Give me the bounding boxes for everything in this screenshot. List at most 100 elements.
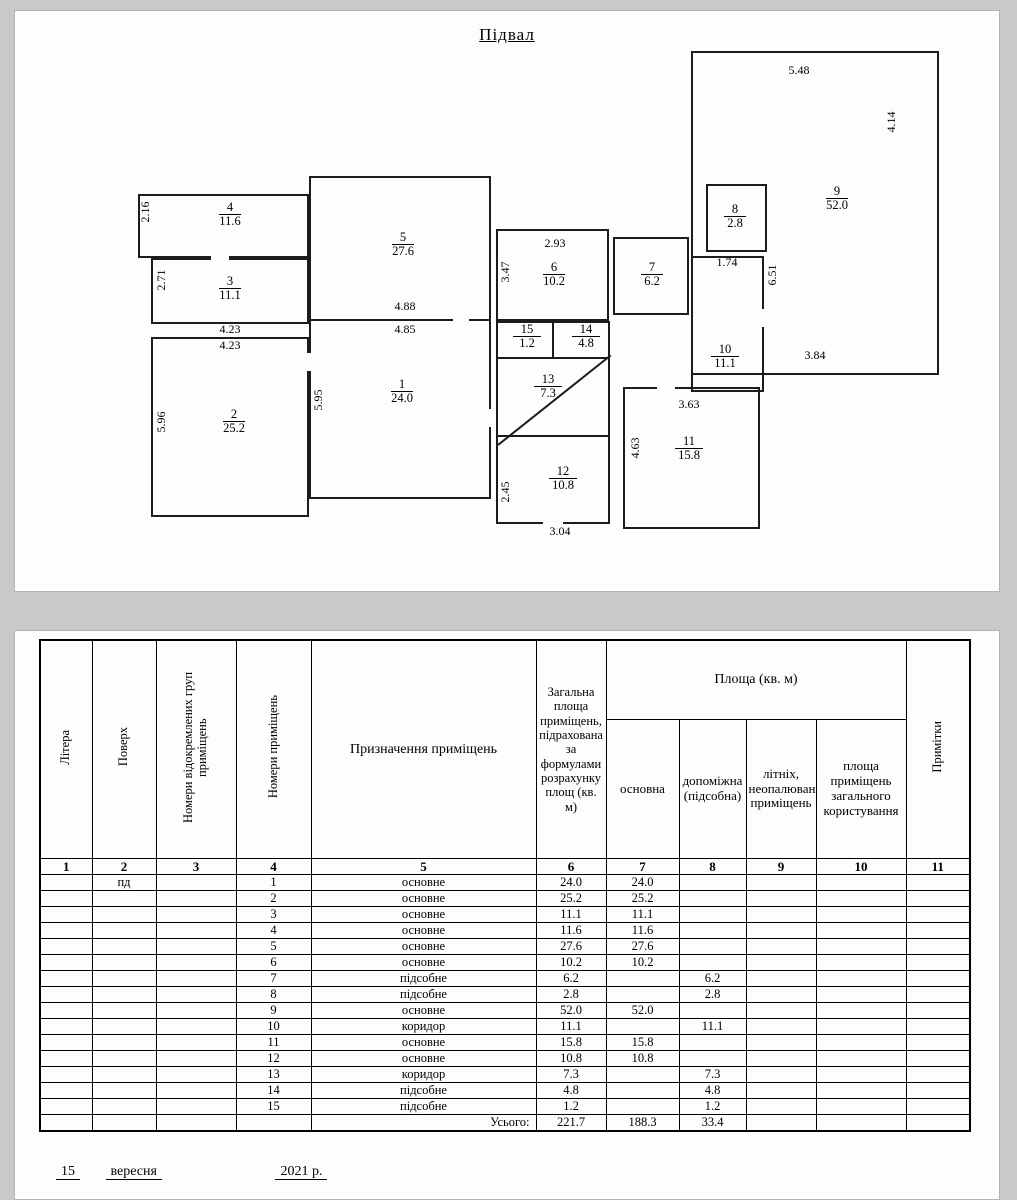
wall-room-14 <box>552 321 610 359</box>
cell-purpose: коридор <box>310 1018 537 1035</box>
cell-notes <box>905 954 971 971</box>
cell-aux-area <box>678 922 747 939</box>
dim-label: 3.84 <box>804 348 826 362</box>
cell-floor <box>91 890 157 907</box>
total-area: 221.7 <box>535 1114 607 1132</box>
cell-room-number: 5 <box>235 938 312 955</box>
col-number: 7 <box>605 858 680 875</box>
cell-room-number: 1 <box>235 874 312 891</box>
cell-purpose: основне <box>310 890 537 907</box>
date-day: 15 <box>56 1164 80 1180</box>
dim-label: 4.23 <box>219 338 241 352</box>
header-purpose: Призначення приміщень <box>310 639 537 859</box>
total-main-area: 188.3 <box>605 1114 680 1132</box>
cell-summer-area <box>745 1082 817 1099</box>
cell-total-area: 7.3 <box>535 1066 607 1083</box>
cell-total-area: 15.8 <box>535 1034 607 1051</box>
header-total-area: Загальна площа приміщень, підрахована за… <box>535 639 607 859</box>
cell-floor <box>91 1114 157 1132</box>
cell-purpose: основне <box>310 1050 537 1067</box>
cell-floor <box>91 1082 157 1099</box>
header-main-area: основна <box>605 719 680 859</box>
cell-summer-area <box>745 874 817 891</box>
cell-litera <box>39 970 93 987</box>
cell-group-number <box>155 970 237 987</box>
cell-group-number <box>155 1114 237 1132</box>
wall-room-11 <box>623 387 760 529</box>
dim-label: 3.63 <box>678 397 700 411</box>
cell-purpose: основне <box>310 874 537 891</box>
cell-purpose: основне <box>310 938 537 955</box>
cell-common-area <box>815 1018 907 1035</box>
cell-group-number <box>155 1018 237 1035</box>
cell-purpose: основне <box>310 906 537 923</box>
cell-summer-area <box>745 922 817 939</box>
date-line: 15 вересня 2021 р. <box>56 1164 328 1180</box>
cell-purpose: основне <box>310 922 537 939</box>
cell-room-number: 13 <box>235 1066 312 1083</box>
header-row-area-types: основна допоміжна (підсобна) літніх, нео… <box>40 719 970 859</box>
cell-purpose: основне <box>310 1002 537 1019</box>
cell-summer-area <box>745 986 817 1003</box>
wall-room-3 <box>151 258 309 324</box>
header-group-numbers: Номери відокремлених груп приміщень <box>155 639 237 859</box>
cell-aux-area: 6.2 <box>678 970 747 987</box>
cell-room-number: 8 <box>235 986 312 1003</box>
cell-notes <box>905 922 971 939</box>
cell-notes <box>905 1098 971 1115</box>
cell-purpose: підсобне <box>310 986 537 1003</box>
dim-label: 2.45 <box>498 481 512 503</box>
cell-notes <box>905 1018 971 1035</box>
dim-label: 5.48 <box>788 63 810 77</box>
cell-notes <box>905 1034 971 1051</box>
cell-main-area: 11.1 <box>605 906 680 923</box>
col-number: 2 <box>91 858 157 875</box>
floor-plan-panel: Підвал <box>14 10 1000 592</box>
cell-notes <box>905 938 971 955</box>
cell-common-area <box>815 1114 907 1132</box>
dim-label: 5.95 <box>311 389 325 411</box>
col-number: 8 <box>678 858 747 875</box>
cell-total-area: 52.0 <box>535 1002 607 1019</box>
dim-label: 4.88 <box>394 299 416 313</box>
cell-room-number: 11 <box>235 1034 312 1051</box>
cell-floor <box>91 1002 157 1019</box>
room-table: Літера Поверх Номери відокремлених груп … <box>39 639 971 1132</box>
dim-label: 4.63 <box>628 437 642 459</box>
cell-common-area <box>815 890 907 907</box>
cell-main-area <box>605 1098 680 1115</box>
cell-summer-area <box>745 970 817 987</box>
cell-litera <box>39 890 93 907</box>
cell-litera <box>39 1066 93 1083</box>
cell-main-area: 11.6 <box>605 922 680 939</box>
dim-label: 5.96 <box>154 411 168 433</box>
header-floor: Поверх <box>91 639 157 859</box>
cell-total-area: 11.1 <box>535 906 607 923</box>
cell-summer-area <box>745 938 817 955</box>
cell-notes <box>905 970 971 987</box>
door-opening <box>543 520 563 528</box>
cell-floor: пд <box>91 874 157 891</box>
wall-room-6 <box>496 229 609 321</box>
col-number: 4 <box>235 858 312 875</box>
cell-floor <box>91 922 157 939</box>
cell-notes <box>905 1082 971 1099</box>
header-aux-area: допоміжна (підсобна) <box>678 719 747 859</box>
cell-aux-area <box>678 1050 747 1067</box>
